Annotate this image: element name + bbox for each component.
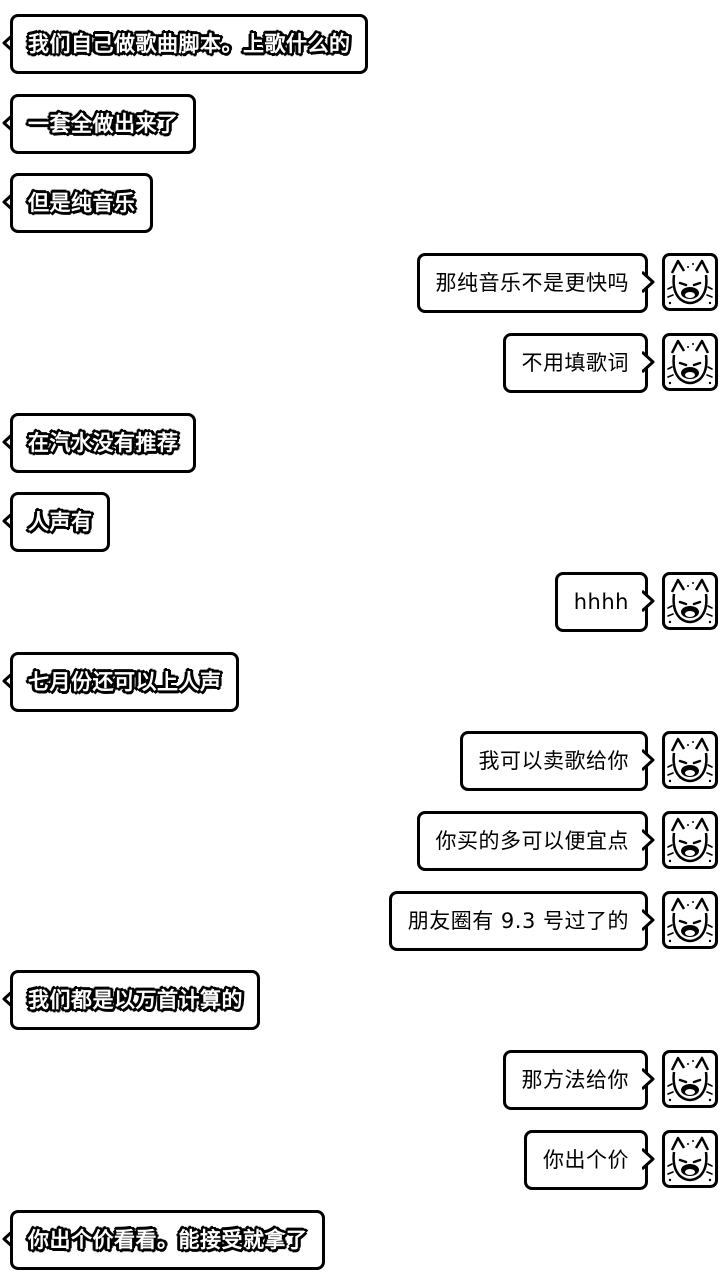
message-bubble[interactable]: 我可以卖歌给你 xyxy=(459,731,648,791)
incoming-message: 我们自己做歌曲脚本。上歌什么的 xyxy=(0,14,728,78)
message-bubble[interactable]: 不用填歌词 xyxy=(502,333,648,393)
message-bubble[interactable]: 一套全做出来了 xyxy=(10,94,196,154)
message-bubble[interactable]: 在汽水没有推荐 xyxy=(10,413,196,473)
message-text: 我们都是以万首计算的 xyxy=(28,987,243,1012)
incoming-message: 在汽水没有推荐 xyxy=(0,413,728,477)
message-text: 一套全做出来了 xyxy=(28,111,179,136)
message-text: 不用填歌词 xyxy=(521,350,629,375)
incoming-message: 我们都是以万首计算的 xyxy=(0,970,728,1034)
message-bubble[interactable]: 你买的多可以便宜点 xyxy=(416,811,648,871)
incoming-message: 七月份还可以上人声 xyxy=(0,652,728,716)
message-text: 我可以卖歌给你 xyxy=(478,748,629,773)
message-bubble[interactable]: 我们都是以万首计算的 xyxy=(10,970,260,1030)
message-text: hhhh xyxy=(573,589,629,614)
message-bubble[interactable]: 七月份还可以上人声 xyxy=(10,652,239,712)
outgoing-message: hhhh xyxy=(0,572,728,636)
message-text: 那方法给你 xyxy=(521,1067,629,1092)
dog-avatar-icon[interactable] xyxy=(662,891,718,949)
dog-avatar-icon[interactable] xyxy=(662,811,718,869)
message-text: 我们自己做歌曲脚本。上歌什么的 xyxy=(28,31,351,56)
bubble-tail-icon xyxy=(642,829,655,851)
incoming-message: 一套全做出来了 xyxy=(0,94,728,158)
dog-avatar-icon[interactable] xyxy=(662,333,718,391)
outgoing-message: 你出个价 xyxy=(0,1130,728,1194)
message-text: 你出个价 xyxy=(543,1147,629,1172)
dog-avatar-icon[interactable] xyxy=(662,253,718,311)
dog-avatar-icon[interactable] xyxy=(662,731,718,789)
bubble-tail-icon xyxy=(642,749,655,771)
message-text: 你买的多可以便宜点 xyxy=(435,828,629,853)
message-bubble[interactable]: hhhh xyxy=(554,572,648,632)
message-text: 七月份还可以上人声 xyxy=(28,669,222,694)
message-bubble[interactable]: 那纯音乐不是更快吗 xyxy=(416,253,648,313)
message-text: 那纯音乐不是更快吗 xyxy=(435,270,629,295)
outgoing-message: 那方法给你 xyxy=(0,1050,728,1114)
message-text: 但是纯音乐 xyxy=(28,190,136,215)
outgoing-message: 那纯音乐不是更快吗 xyxy=(0,253,728,317)
message-bubble[interactable]: 人声有 xyxy=(10,492,110,552)
outgoing-message: 我可以卖歌给你 xyxy=(0,731,728,795)
outgoing-message: 你买的多可以便宜点 xyxy=(0,811,728,875)
bubble-tail-icon xyxy=(642,590,655,612)
bubble-tail-icon xyxy=(642,271,655,293)
message-bubble[interactable]: 你出个价看看。能接受就拿了 xyxy=(10,1210,325,1270)
outgoing-message: 不用填歌词 xyxy=(0,333,728,397)
dog-avatar-icon[interactable] xyxy=(662,572,718,630)
message-bubble[interactable]: 你出个价 xyxy=(524,1130,648,1190)
incoming-message: 人声有 xyxy=(0,492,728,556)
incoming-message: 但是纯音乐 xyxy=(0,173,728,237)
bubble-tail-icon xyxy=(642,909,655,931)
message-text: 朋友圈有 9.3 号过了的 xyxy=(407,908,629,933)
outgoing-message: 朋友圈有 9.3 号过了的 xyxy=(0,891,728,955)
message-text: 你出个价看看。能接受就拿了 xyxy=(28,1227,308,1252)
message-bubble[interactable]: 但是纯音乐 xyxy=(10,173,153,233)
message-text: 在汽水没有推荐 xyxy=(28,430,179,455)
bubble-tail-icon xyxy=(642,1148,655,1170)
message-bubble[interactable]: 我们自己做歌曲脚本。上歌什么的 xyxy=(10,14,368,74)
bubble-tail-icon xyxy=(642,351,655,373)
message-text: 人声有 xyxy=(28,509,93,534)
dog-avatar-icon[interactable] xyxy=(662,1130,718,1188)
incoming-message: 你出个价看看。能接受就拿了 xyxy=(0,1210,728,1274)
message-bubble[interactable]: 朋友圈有 9.3 号过了的 xyxy=(388,891,648,951)
message-bubble[interactable]: 那方法给你 xyxy=(502,1050,648,1110)
dog-avatar-icon[interactable] xyxy=(662,1050,718,1108)
bubble-tail-icon xyxy=(642,1068,655,1090)
